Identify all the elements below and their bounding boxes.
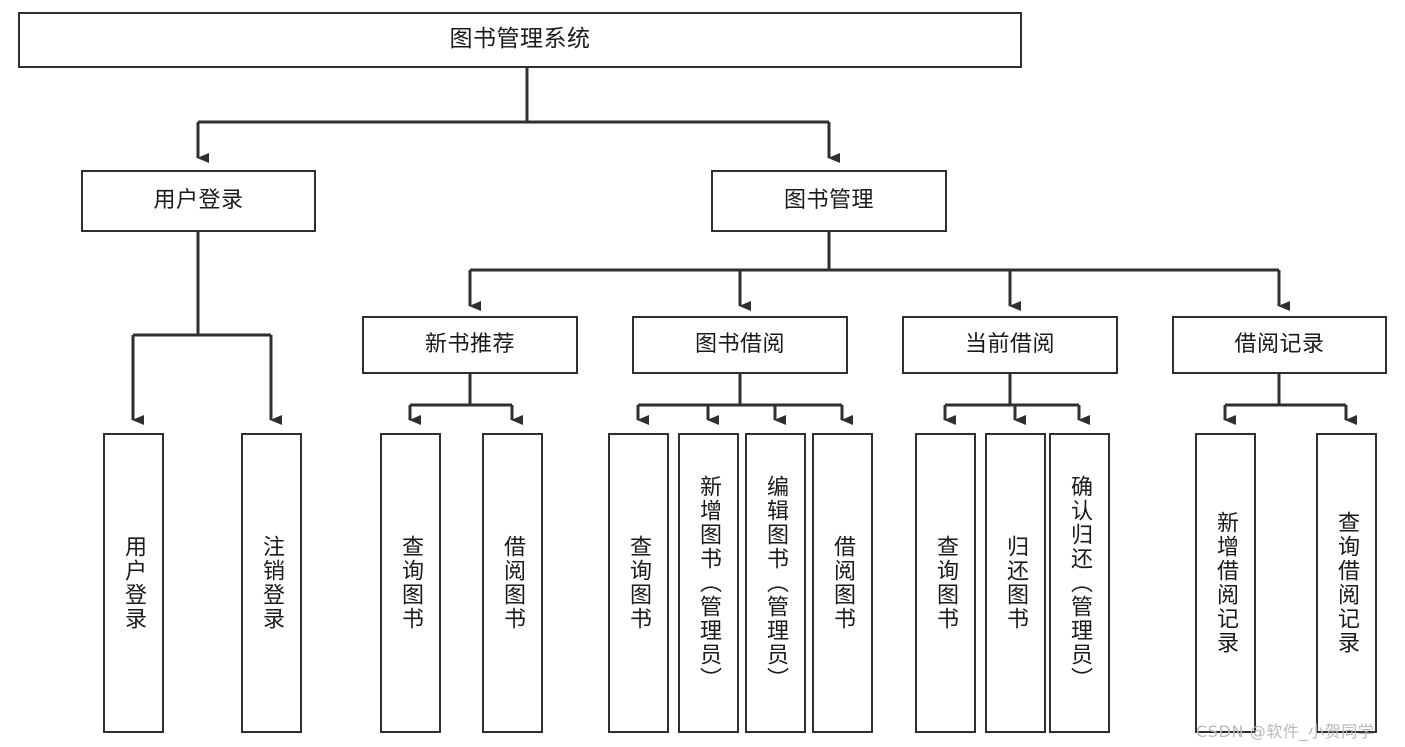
node-label: 当前借阅 (964, 331, 1055, 357)
node-label: 图书借阅 (694, 331, 785, 357)
node-root-book-management-system[interactable]: 图书管理系统 (18, 12, 1022, 68)
leaf-book-borrow-add-book-admin[interactable]: 新增图书（管理员） (678, 433, 739, 733)
node-label: 查询图书 (626, 535, 652, 631)
node-label: 新增图书（管理员） (696, 475, 722, 691)
leaf-book-borrow-borrow-book[interactable]: 借阅图书 (812, 433, 873, 733)
node-book-borrow[interactable]: 图书借阅 (632, 316, 848, 374)
node-current-borrow[interactable]: 当前借阅 (902, 316, 1118, 374)
leaf-current-borrow-return-book[interactable]: 归还图书 (985, 433, 1046, 733)
node-label: 新书推荐 (424, 331, 515, 357)
node-book-management[interactable]: 图书管理 (711, 170, 947, 232)
leaf-new-book-borrow-book[interactable]: 借阅图书 (482, 433, 543, 733)
csdn-watermark: CSDN @软件_小贺同学 (1196, 722, 1375, 741)
node-user-login[interactable]: 用户登录 (81, 170, 316, 232)
leaf-book-borrow-edit-book-admin[interactable]: 编辑图书（管理员） (745, 433, 806, 733)
node-label: 查询图书 (933, 535, 959, 631)
node-label: 用户登录 (153, 187, 244, 213)
leaf-current-borrow-query-book[interactable]: 查询图书 (915, 433, 976, 733)
node-label: 用户登录 (121, 535, 147, 631)
node-label: 编辑图书（管理员） (763, 475, 789, 691)
leaf-user-login-login[interactable]: 用户登录 (103, 433, 164, 733)
node-label: 新增借阅记录 (1213, 511, 1239, 655)
node-label: 借阅图书 (830, 535, 856, 631)
node-label: 归还图书 (1003, 535, 1029, 631)
node-label: 借阅图书 (500, 535, 526, 631)
node-label: 注销登录 (259, 535, 285, 631)
node-label: 借阅记录 (1234, 331, 1325, 357)
node-label: 确认归还（管理员） (1067, 475, 1093, 691)
node-label: 图书管理 (783, 187, 874, 213)
node-label: 查询借阅记录 (1334, 511, 1360, 655)
leaf-borrow-record-query-record[interactable]: 查询借阅记录 (1316, 433, 1377, 733)
node-label: 图书管理系统 (449, 26, 591, 53)
node-label: 查询图书 (398, 535, 424, 631)
node-new-book-recommend[interactable]: 新书推荐 (362, 316, 578, 374)
node-borrow-record[interactable]: 借阅记录 (1172, 316, 1387, 374)
leaf-current-borrow-confirm-return-admin[interactable]: 确认归还（管理员） (1049, 433, 1110, 733)
leaf-borrow-record-add-record[interactable]: 新增借阅记录 (1195, 433, 1256, 733)
leaf-book-borrow-query-book[interactable]: 查询图书 (608, 433, 669, 733)
leaf-user-login-logout[interactable]: 注销登录 (241, 433, 302, 733)
leaf-new-book-query-book[interactable]: 查询图书 (380, 433, 441, 733)
